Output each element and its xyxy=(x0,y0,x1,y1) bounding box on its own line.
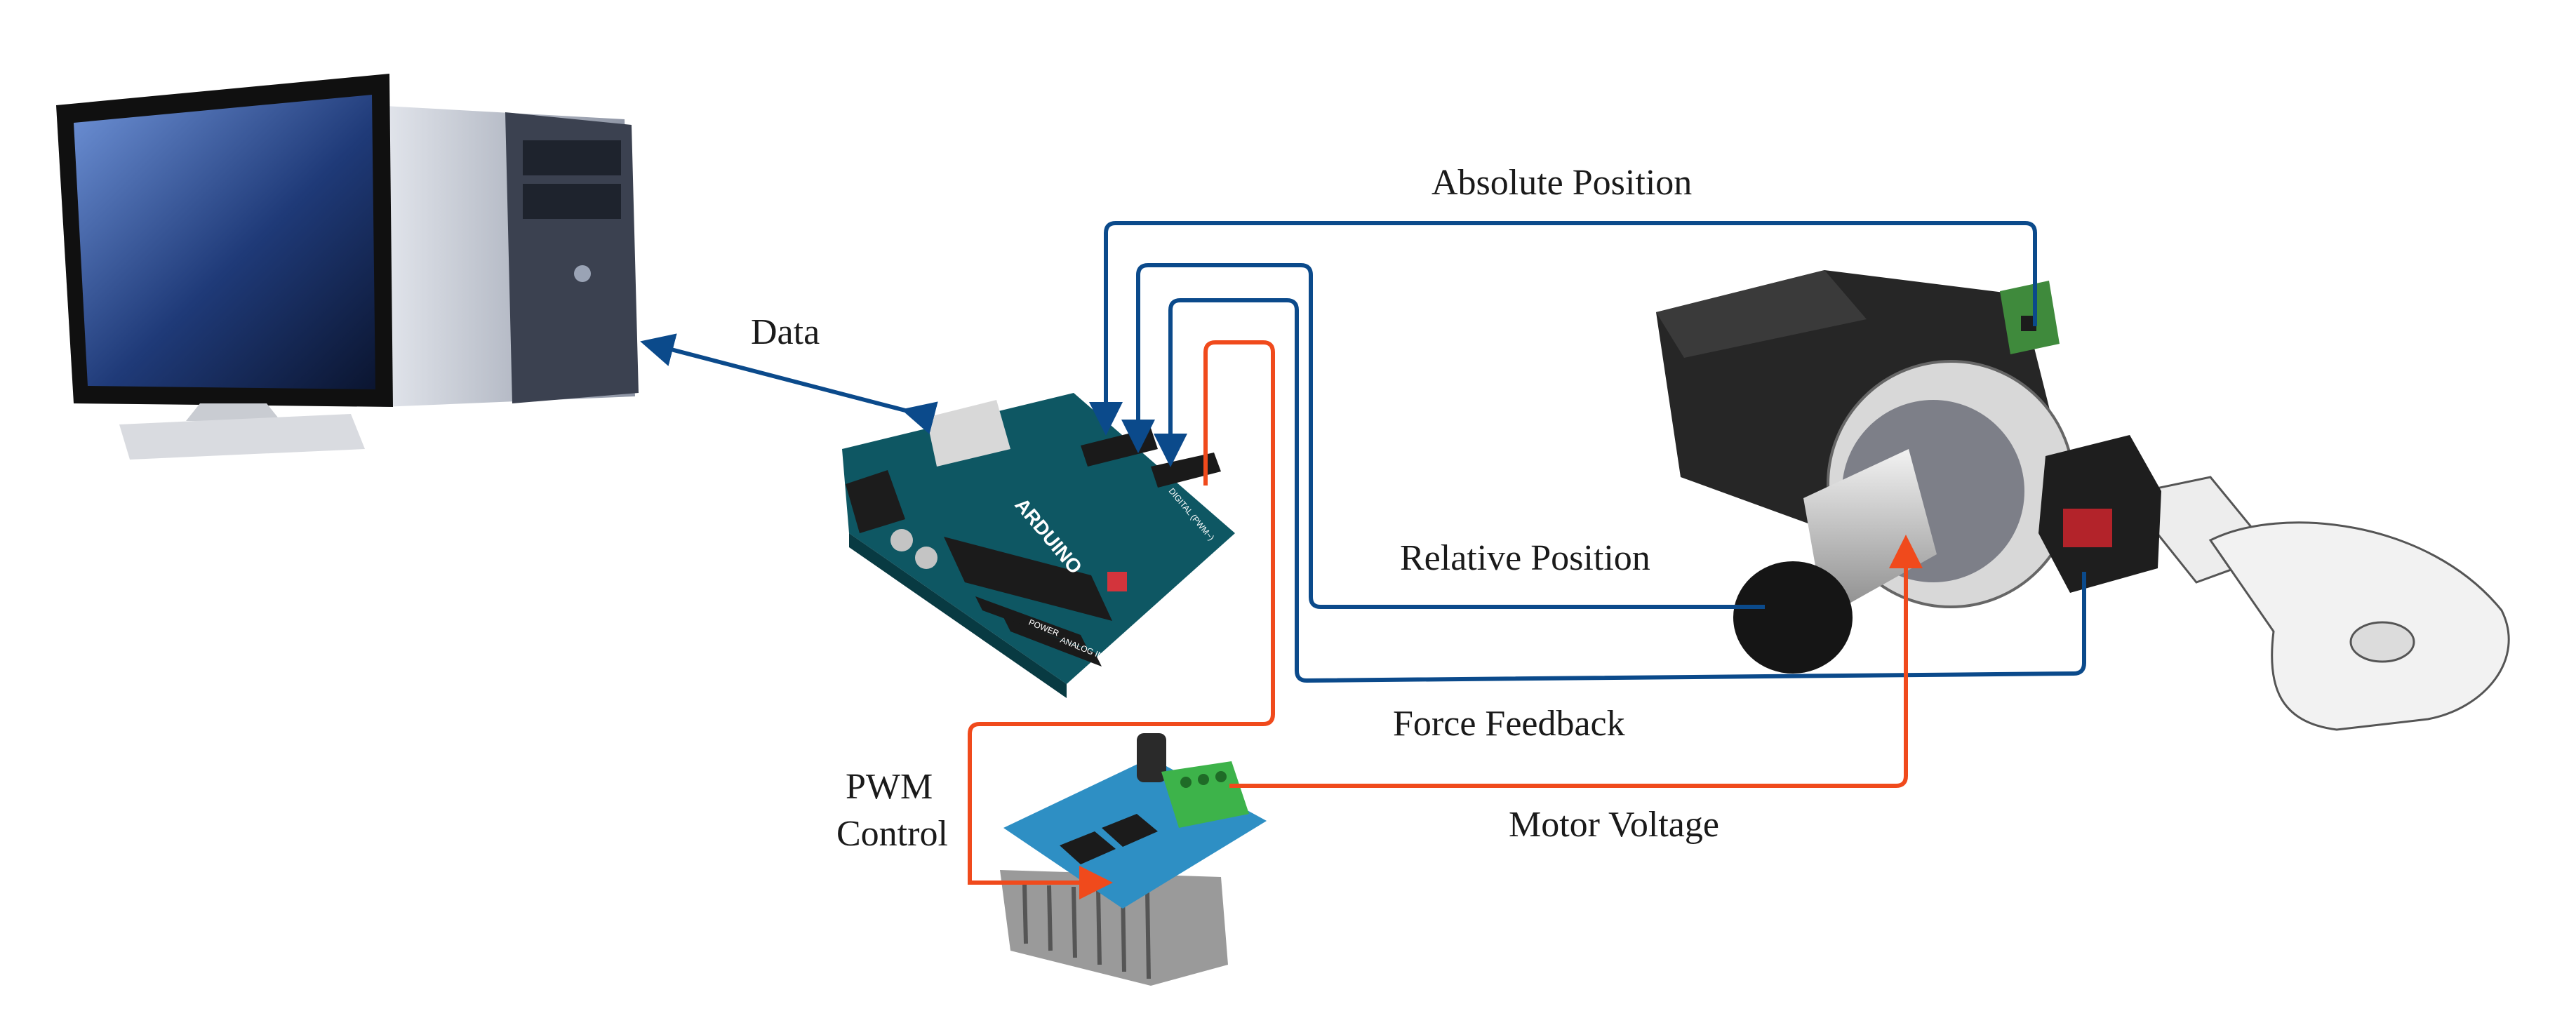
driver-capacitor xyxy=(1137,733,1166,782)
absolute-position-label: Absolute Position xyxy=(1432,163,1692,203)
handle-cup xyxy=(2349,621,2415,663)
terminal-screw xyxy=(1198,774,1209,785)
pwm-control-line xyxy=(968,340,1275,899)
force-feedback-line xyxy=(1154,298,2086,683)
drive-bay xyxy=(523,184,621,219)
data-label: Data xyxy=(751,312,820,352)
encoder-chip xyxy=(2021,316,2036,331)
relative-position-line xyxy=(1121,263,1765,609)
analog-header xyxy=(1003,617,1102,667)
handle-paddle xyxy=(2208,521,2510,731)
capacitor xyxy=(915,547,937,569)
microcontroller-chip xyxy=(944,537,1112,621)
force-sensor-connector xyxy=(2063,509,2112,547)
monitor-neck xyxy=(186,403,281,421)
digital-header xyxy=(1151,453,1221,488)
data-link xyxy=(640,333,938,434)
terminal-screw xyxy=(1215,771,1227,782)
heatsink-fins xyxy=(1022,883,1151,979)
motor-housing-top xyxy=(1656,270,1867,358)
pwm-label-line2: Control xyxy=(836,814,948,854)
arduino-pcb-edge xyxy=(849,533,1067,698)
reset-button-icon xyxy=(1107,572,1127,591)
terminal-screw xyxy=(1180,777,1192,788)
monitor-screen xyxy=(74,95,375,389)
monitor-stand xyxy=(119,414,365,460)
motor-voltage-label: Motor Voltage xyxy=(1509,805,1719,845)
heatsink xyxy=(1000,870,1228,986)
capacitor xyxy=(890,529,913,551)
driver-chip xyxy=(1102,814,1158,847)
power-header xyxy=(975,596,1088,649)
power-button-icon xyxy=(574,265,591,282)
dc-jack xyxy=(846,470,905,533)
absolute-position-line xyxy=(1089,221,2037,436)
driver-chip xyxy=(1060,831,1116,864)
pwm-label-line1: PWM xyxy=(846,767,933,807)
relative-position-label: Relative Position xyxy=(1400,538,1650,578)
drive-bay xyxy=(523,140,621,175)
motor-cylinder xyxy=(1803,449,1937,617)
arduino-board: ARDUINO DIGITAL (PWM~) POWER ANALOG IN xyxy=(842,393,1235,698)
motor-voltage-line xyxy=(1229,535,1923,788)
computer-icon xyxy=(56,74,639,460)
motor-driver-board xyxy=(1000,733,1267,986)
force-feedback-label: Force Feedback xyxy=(1393,704,1625,744)
usb-port xyxy=(926,400,1010,467)
motor-end-cap xyxy=(1733,561,1853,674)
